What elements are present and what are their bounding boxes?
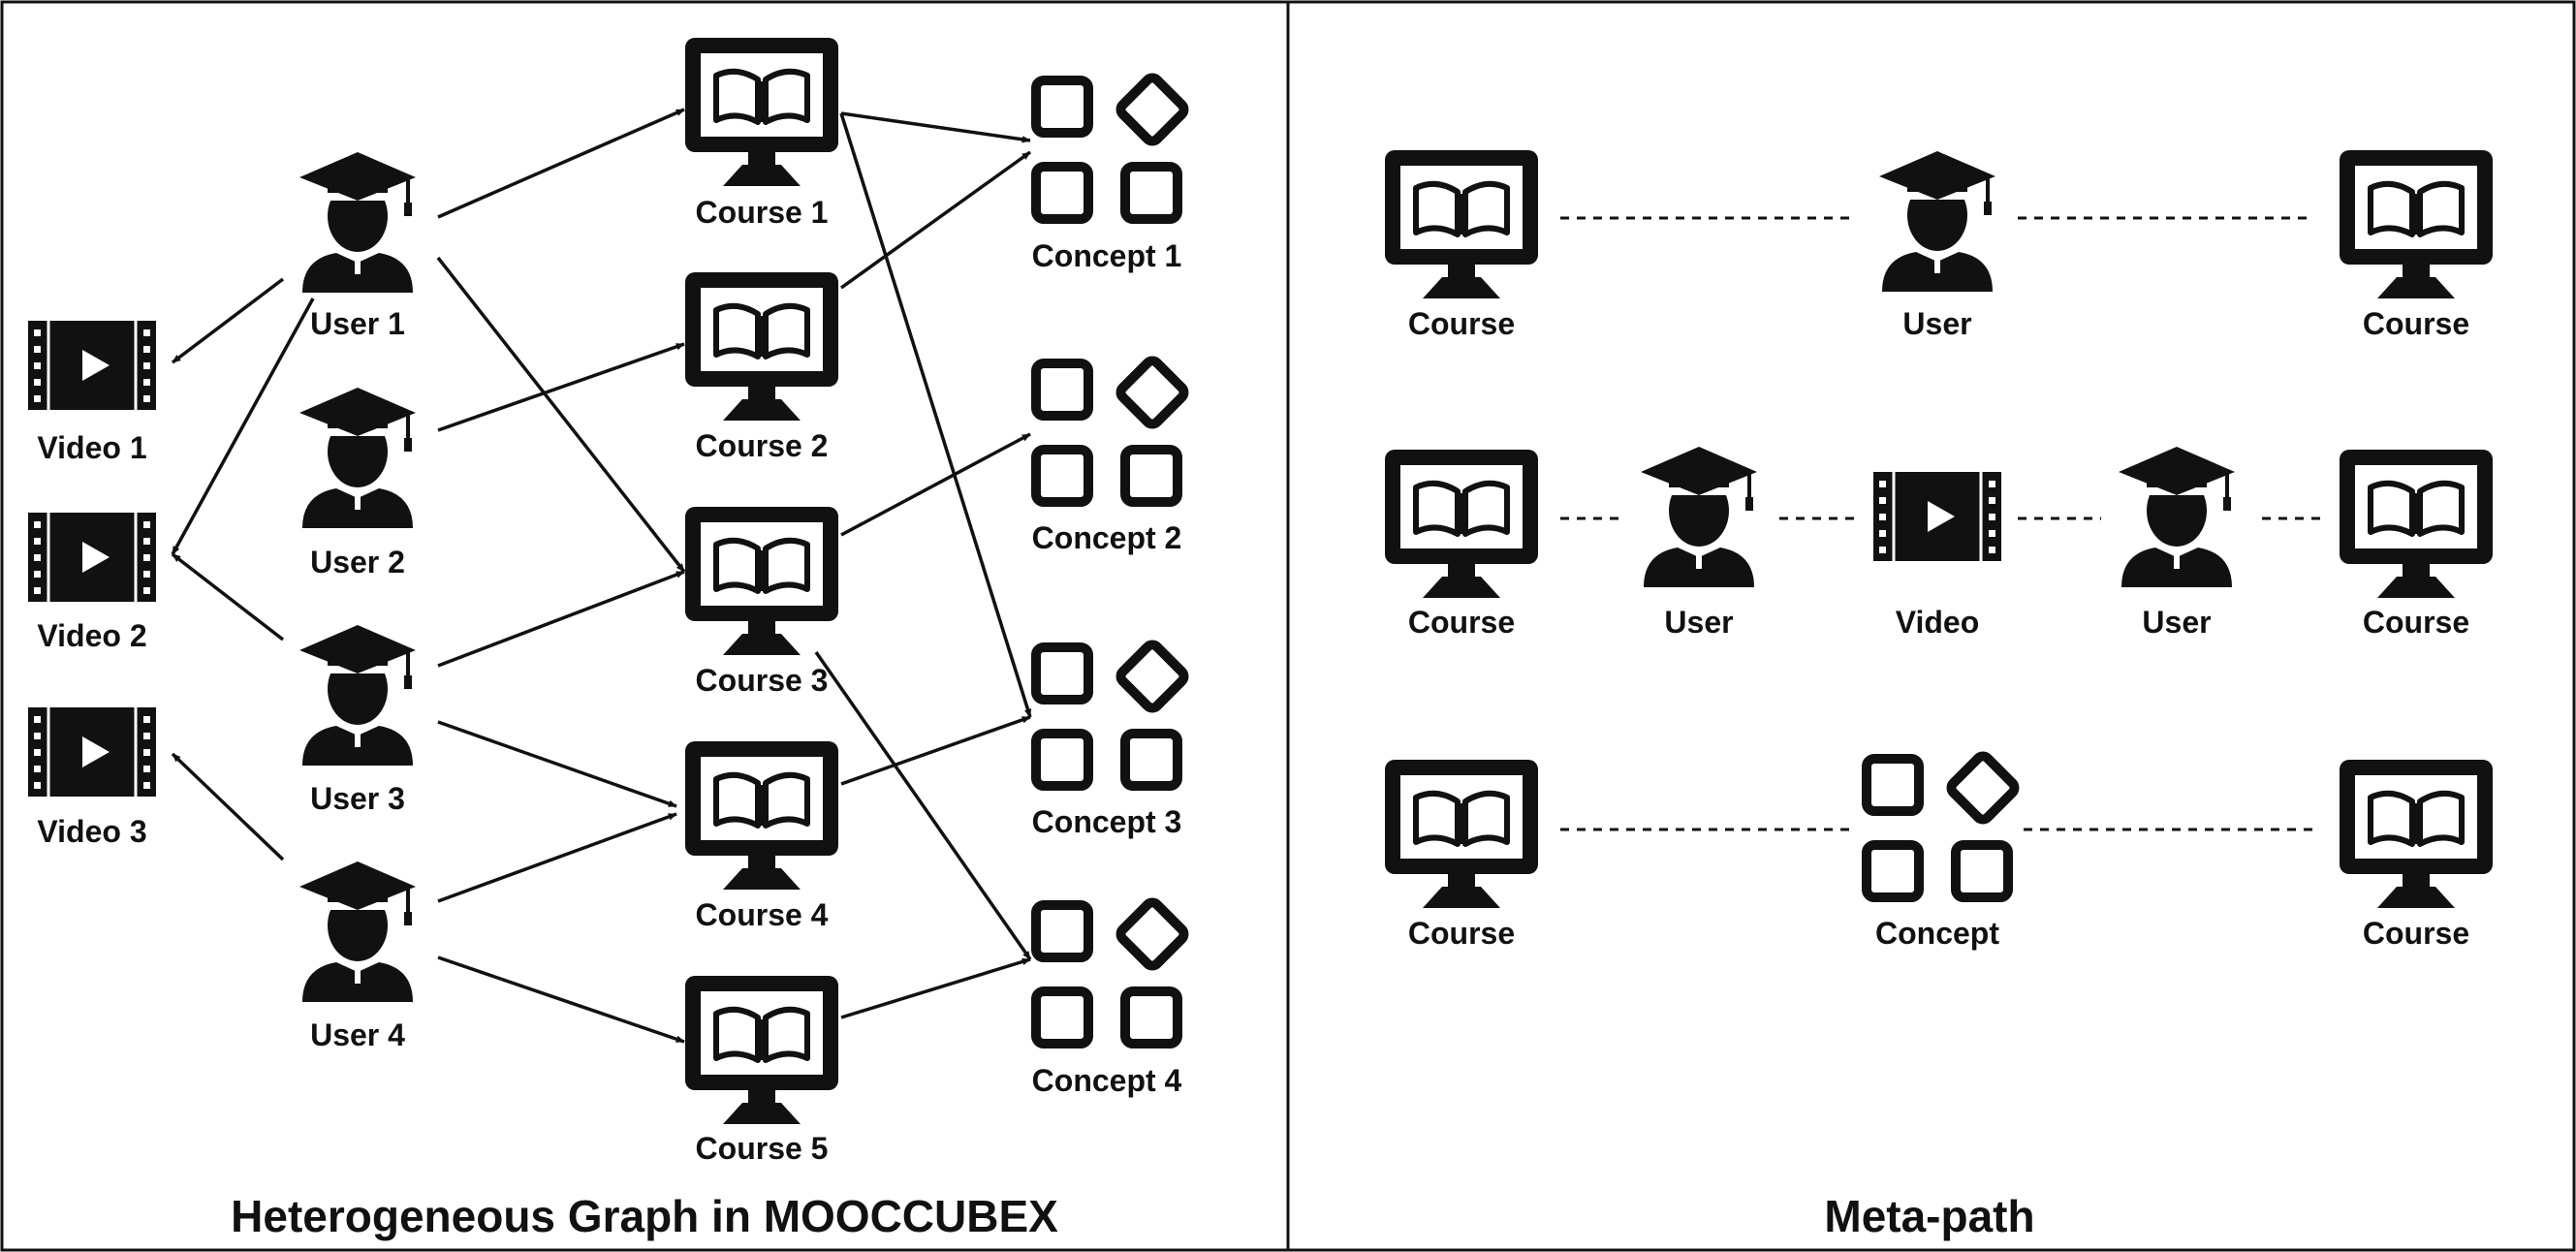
- node-label: Course: [2363, 306, 2469, 341]
- course-node: Course 5: [685, 976, 838, 1166]
- video-label: Video 3: [37, 814, 146, 849]
- user-node: User 1: [298, 150, 418, 341]
- node-label: Course: [1408, 916, 1515, 951]
- course-icon: [2340, 150, 2493, 298]
- user-icon: [298, 860, 418, 1004]
- node-label: Course: [2363, 916, 2469, 951]
- meta-path-node: Concept: [1867, 754, 2017, 951]
- node-label: Course: [1408, 605, 1515, 640]
- course-node: Course 3: [685, 507, 838, 698]
- course-icon: [1385, 450, 1538, 598]
- user-icon: [298, 386, 418, 530]
- user-icon: [298, 150, 418, 295]
- node-label: Video: [1896, 605, 1980, 640]
- node-label: User: [1664, 605, 1733, 640]
- course-node: Course 1: [685, 38, 838, 230]
- left-panel-title: Heterogeneous Graph in MOOCCUBEX: [231, 1191, 1058, 1241]
- video-node: Video 3: [26, 705, 158, 849]
- concept-icon: [1036, 76, 1186, 219]
- video-node: Video 2: [26, 511, 158, 653]
- user-node: User 2: [298, 386, 418, 579]
- node-label: Concept: [1875, 916, 1999, 951]
- concept-icon: [1036, 900, 1186, 1044]
- node-label: Course: [1408, 306, 1515, 341]
- node-label: User: [1902, 306, 1971, 341]
- concept-node: Concept 1: [1032, 76, 1187, 273]
- course-icon: [685, 976, 838, 1124]
- right-panel-title: Meta-path: [1824, 1191, 2034, 1241]
- course-node: Course 2: [685, 272, 838, 463]
- course-label: Course 3: [696, 663, 829, 698]
- concept-label: Concept 2: [1032, 520, 1182, 555]
- video-icon: [26, 319, 158, 412]
- meta-path-1: Course User Course: [1385, 150, 2493, 341]
- course-label: Course 2: [696, 428, 829, 463]
- course-icon: [1385, 760, 1538, 908]
- concept-node: Concept 3: [1032, 642, 1187, 839]
- meta-path-2: Course User Video User Course: [1385, 445, 2493, 640]
- course-label: Course 5: [696, 1131, 829, 1166]
- meta-path-node: User: [2117, 445, 2237, 640]
- user-label: User 4: [310, 1017, 405, 1052]
- user-icon: [298, 623, 418, 767]
- meta-path-node: Course: [1385, 150, 1538, 341]
- meta-path-node: Course: [2340, 760, 2493, 951]
- video-icon: [26, 511, 158, 604]
- course-icon: [2340, 450, 2493, 598]
- concept-node: Concept 4: [1032, 900, 1187, 1098]
- course-icon: [685, 741, 838, 890]
- concept-node: Concept 2: [1032, 359, 1187, 555]
- user-icon: [1639, 445, 1759, 589]
- meta-path-node: User: [1877, 149, 1997, 341]
- concept-label: Concept 3: [1032, 804, 1182, 839]
- meta-path-node: Course: [1385, 760, 1538, 951]
- meta-path-3: Course Concept Course: [1385, 754, 2493, 951]
- course-icon: [685, 507, 838, 655]
- video-icon: [26, 705, 158, 798]
- course-label: Course 1: [696, 195, 829, 230]
- concept-icon: [1036, 359, 1186, 502]
- user-node: User 3: [298, 623, 418, 816]
- video-label: Video 1: [37, 430, 146, 465]
- video-label: Video 2: [37, 618, 146, 653]
- meta-path-node: Course: [2340, 150, 2493, 341]
- course-label: Course 4: [696, 897, 829, 932]
- meta-path-node: Course: [1385, 450, 1538, 640]
- node-label: User: [2142, 605, 2211, 640]
- user-icon: [2117, 445, 2237, 589]
- concept-label: Concept 1: [1032, 238, 1182, 273]
- graph-edges: [171, 108, 1032, 1044]
- user-label: User 1: [310, 306, 405, 341]
- meta-path-node: Course: [2340, 450, 2493, 640]
- user-icon: [1877, 149, 1997, 294]
- concept-label: Concept 4: [1032, 1063, 1182, 1098]
- meta-path-node: Video: [1871, 470, 2003, 640]
- user-label: User 2: [310, 545, 405, 579]
- course-node: Course 4: [685, 741, 838, 932]
- course-icon: [685, 38, 838, 186]
- meta-path-node: User: [1639, 445, 1759, 640]
- concept-icon: [1867, 754, 2017, 897]
- video-icon: [1871, 470, 2003, 563]
- video-node: Video 1: [26, 319, 158, 465]
- concept-icon: [1036, 642, 1186, 786]
- node-label: Course: [2363, 605, 2469, 640]
- user-label: User 3: [310, 781, 405, 816]
- user-node: User 4: [298, 860, 418, 1052]
- course-icon: [2340, 760, 2493, 908]
- course-icon: [685, 272, 838, 421]
- course-icon: [1385, 150, 1538, 298]
